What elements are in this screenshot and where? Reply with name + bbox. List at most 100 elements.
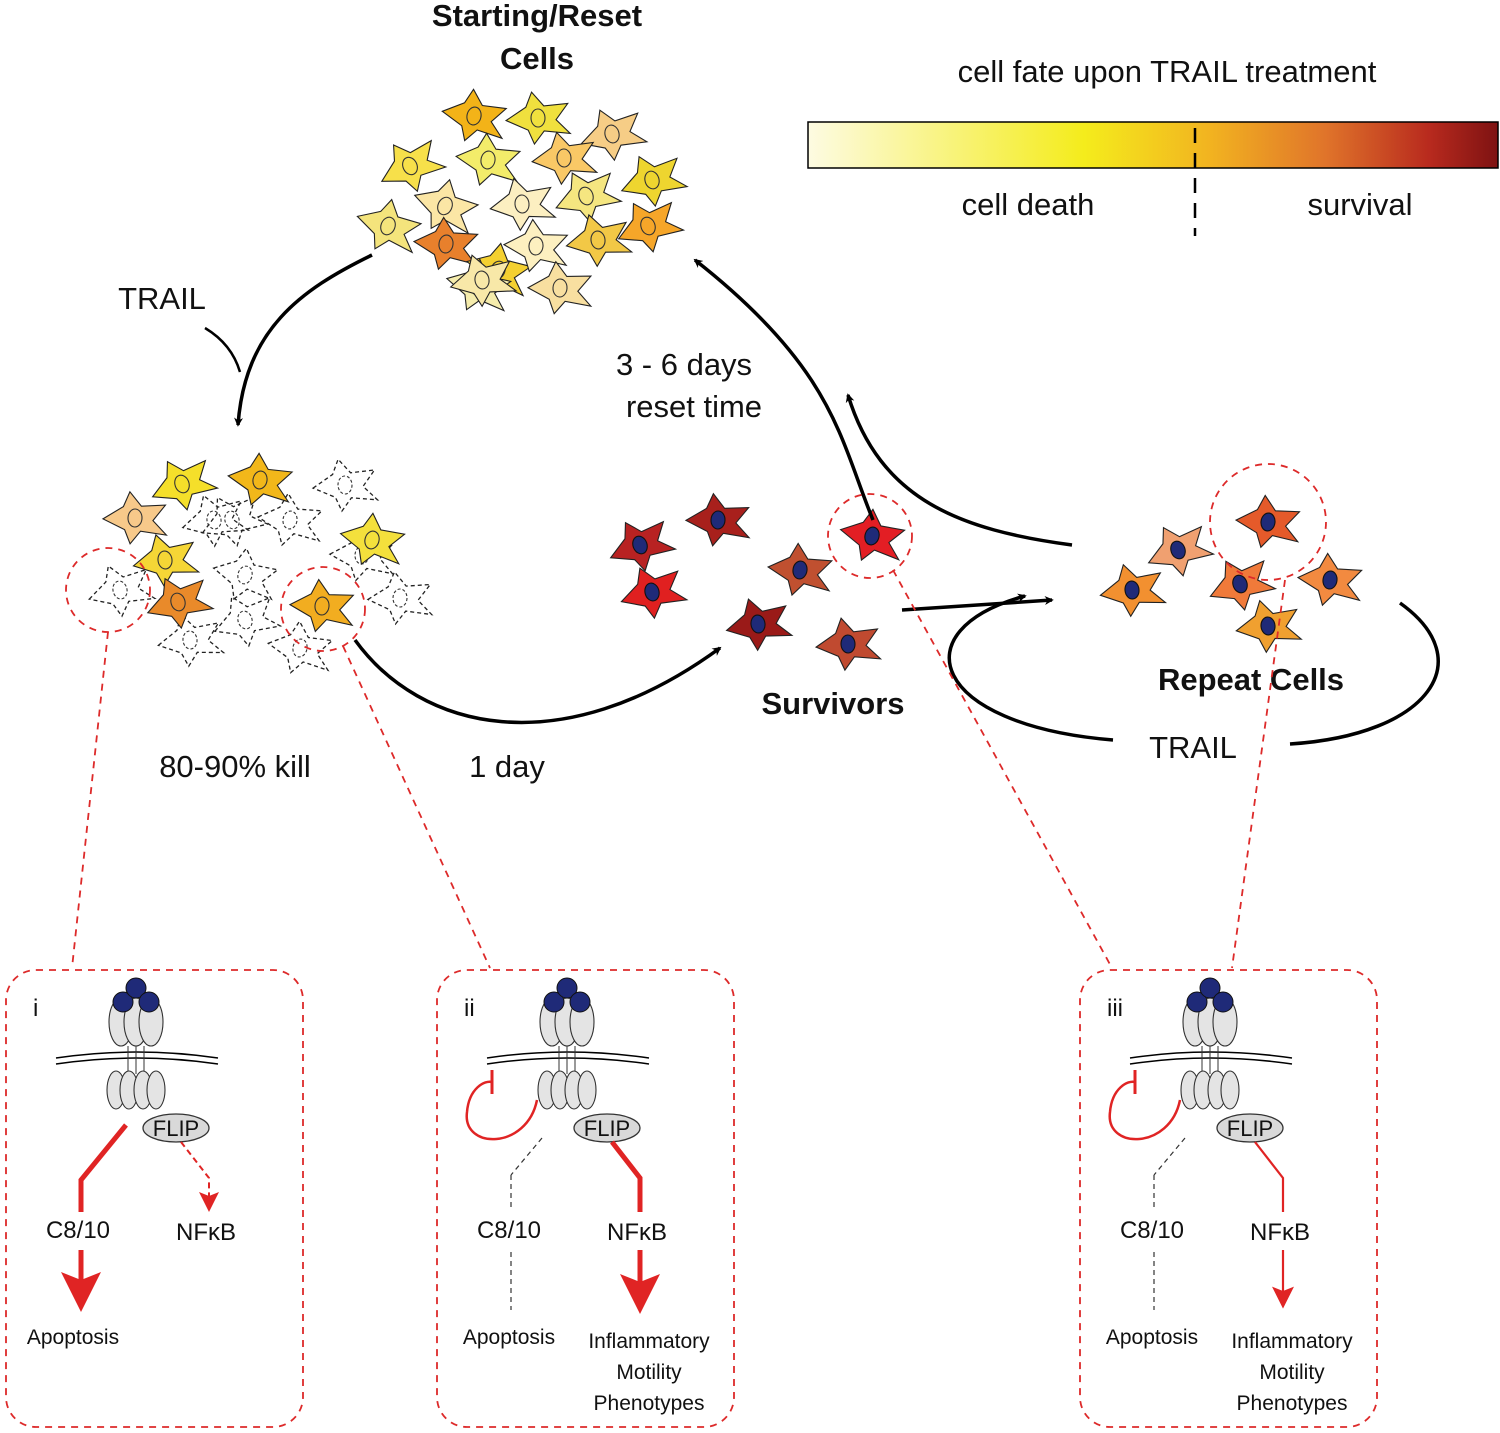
panel-border: [436, 969, 735, 1428]
cell-body: [366, 570, 434, 626]
connector-iii-right: [1231, 579, 1286, 969]
dead-cell: [206, 585, 284, 655]
starting-cell: [613, 145, 691, 215]
dead-cell: [177, 488, 251, 552]
cell-nucleus: [552, 278, 568, 298]
cell-nucleus: [514, 194, 530, 214]
surviving-cell: [286, 576, 358, 636]
dead-cell: [82, 556, 158, 624]
cell-body: [223, 447, 297, 513]
trail-ligand: [556, 977, 578, 999]
cell-nucleus: [1170, 540, 1186, 560]
cell-nucleus: [644, 582, 660, 602]
cell-nucleus: [466, 106, 482, 126]
cell-nucleus: [380, 216, 396, 236]
surviving-cell: [333, 506, 411, 574]
membrane: [55, 1057, 219, 1065]
survivor-cell: [684, 491, 752, 549]
panel-numeral: iii: [1107, 995, 1123, 1022]
repeat-to-reset-arrow: [845, 393, 1073, 547]
trail-to-kill-arrow: [234, 253, 373, 427]
starting-cell: [608, 190, 688, 262]
outcome-label: Motility: [616, 1361, 682, 1384]
apoptosis-label: Apoptosis: [1106, 1326, 1198, 1349]
caspase-label: C8/10: [477, 1217, 541, 1244]
cell-nucleus: [474, 270, 490, 290]
death-domain: [1220, 1070, 1240, 1110]
reset-time-label-line2: reset time: [626, 389, 762, 424]
cell-nucleus: [282, 510, 298, 530]
surviving-cell: [101, 490, 169, 546]
caspase-label: C8/10: [46, 1217, 110, 1244]
death-domain: [146, 1070, 166, 1110]
surviving-cell: [223, 447, 297, 513]
outcome-label: Motility: [1259, 1361, 1325, 1384]
nfkb-pathway: [610, 1140, 643, 1212]
cell-nucleus: [224, 510, 240, 530]
starting-cell: [546, 160, 626, 232]
trail-ligand: [125, 977, 147, 999]
cell-nucleus: [292, 638, 308, 658]
dead-cell: [262, 615, 338, 681]
starting-cell: [451, 128, 525, 192]
cell-body: [262, 615, 338, 681]
starting-cell: [487, 174, 557, 234]
cell-body: [613, 145, 691, 215]
caspase-label: C8/10: [1120, 1217, 1184, 1244]
cell-nucleus: [1260, 512, 1276, 532]
trail-ligand: [569, 991, 591, 1013]
cell-nucleus: [314, 596, 330, 616]
cell-nucleus: [604, 124, 620, 144]
nfkb-label: NFκB: [176, 1219, 236, 1246]
callout-circle-repeat: [1209, 463, 1327, 581]
starting-cells-title-line2: Cells: [500, 41, 574, 76]
starting-cell: [530, 129, 598, 187]
trail-label-pointer: [204, 326, 242, 373]
cell-nucleus: [578, 186, 594, 206]
survivor-cell: [763, 538, 837, 602]
apoptosis-label: Apoptosis: [463, 1326, 555, 1349]
surviving-cell: [139, 567, 217, 637]
dead-cell: [192, 483, 272, 557]
connector-ii: [342, 645, 491, 969]
cell-nucleus: [206, 510, 222, 530]
trail-ligand: [1212, 991, 1234, 1013]
starting-cell: [505, 90, 571, 146]
cell-nucleus: [1124, 580, 1140, 600]
repeat-cell-population: [1096, 491, 1366, 656]
flip-label: FLIP: [584, 1116, 630, 1141]
cell-nucleus: [840, 634, 856, 654]
cell-body: [562, 209, 634, 271]
legend-cell-death-label: cell death: [962, 187, 1095, 222]
fate-legend: cell fate upon TRAIL treatment cell deat…: [807, 54, 1499, 236]
cell-nucleus: [157, 550, 173, 570]
survivor-cell: [814, 616, 882, 672]
cell-nucleus: [632, 535, 648, 555]
one-day-arrow: [353, 638, 722, 725]
reset-arrow: [693, 258, 875, 521]
panel-numeral: ii: [464, 995, 475, 1022]
repeat-cell: [1233, 596, 1303, 656]
cell-nucleus: [480, 150, 496, 170]
cell-nucleus: [337, 475, 353, 495]
cell-body: [311, 457, 379, 513]
cell-nucleus: [528, 236, 544, 256]
survivor-cell: [833, 502, 911, 570]
starting-cell: [404, 169, 486, 243]
blocked-caspase-link: [510, 1137, 543, 1176]
callout-circle-iii: [827, 493, 913, 579]
cell-nucleus: [640, 216, 656, 236]
cell-nucleus: [182, 630, 198, 650]
cell-nucleus: [644, 170, 660, 190]
cell-body: [154, 610, 226, 670]
survivor-cell: [722, 593, 794, 655]
trail-top-label: TRAIL: [118, 281, 206, 316]
outcome-label: Phenotypes: [1237, 1392, 1348, 1415]
cell-nucleus: [864, 526, 880, 546]
panel-numeral: i: [33, 995, 38, 1022]
trail-ligand: [543, 991, 565, 1013]
cell-body: [574, 100, 650, 168]
nfkb-label: NFκB: [607, 1219, 667, 1246]
